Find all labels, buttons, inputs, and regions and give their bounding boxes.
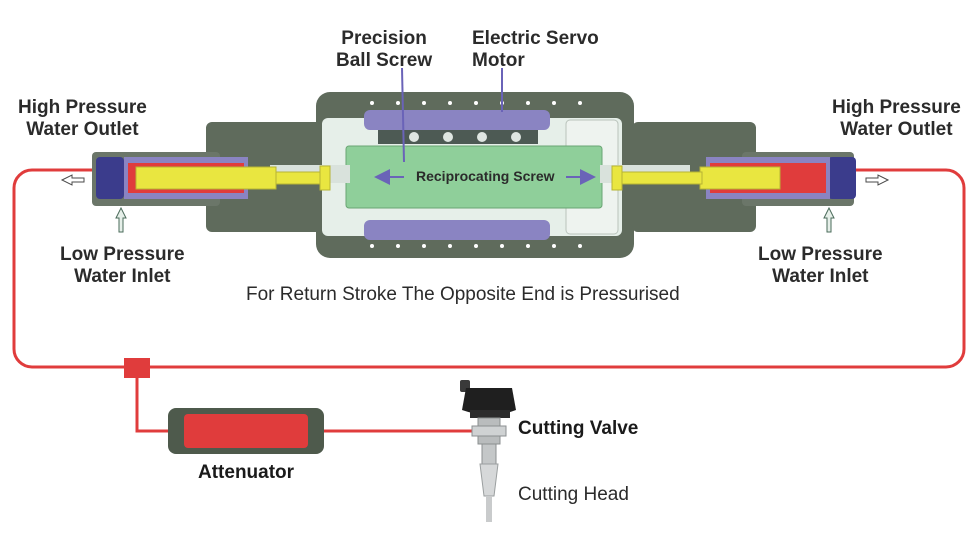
outlet-arrow-right	[865, 174, 890, 186]
ball-bearings	[378, 130, 538, 144]
right-cylinder	[611, 157, 856, 199]
tee-junction	[124, 358, 150, 378]
inlet-arrow-right	[823, 206, 835, 233]
left-cylinder	[96, 157, 331, 199]
attenuator-vessel	[168, 408, 324, 454]
electric-servo-motor-label: Electric Servo Motor	[472, 28, 599, 71]
inlet-arrow-left	[115, 206, 127, 233]
return-stroke-note: For Return Stroke The Opposite End is Pr…	[246, 284, 680, 305]
reciprocating-screw-label: Reciprocating Screw	[416, 168, 555, 184]
cutting-head	[479, 443, 499, 522]
ball-screw-leader	[401, 67, 405, 163]
hp-outlet-right-label: High Pressure Water Outlet	[832, 97, 961, 140]
lp-inlet-left-label: Low Pressure Water Inlet	[60, 244, 185, 287]
hp-outlet-left-label: High Pressure Water Outlet	[18, 97, 147, 140]
outlet-arrow-left	[60, 174, 85, 186]
cutting-valve-label: Cutting Valve	[518, 418, 639, 439]
cutting-valve	[460, 380, 516, 445]
servo-motor-bottom	[364, 220, 550, 240]
precision-ball-screw-label: Precision Ball Screw	[336, 28, 433, 71]
servo-motor-top	[364, 110, 550, 130]
attenuator-label: Attenuator	[198, 462, 295, 483]
pipe-to-attenuator	[135, 378, 180, 433]
cutting-head-label: Cutting Head	[518, 484, 629, 505]
lp-inlet-right-label: Low Pressure Water Inlet	[758, 244, 883, 287]
